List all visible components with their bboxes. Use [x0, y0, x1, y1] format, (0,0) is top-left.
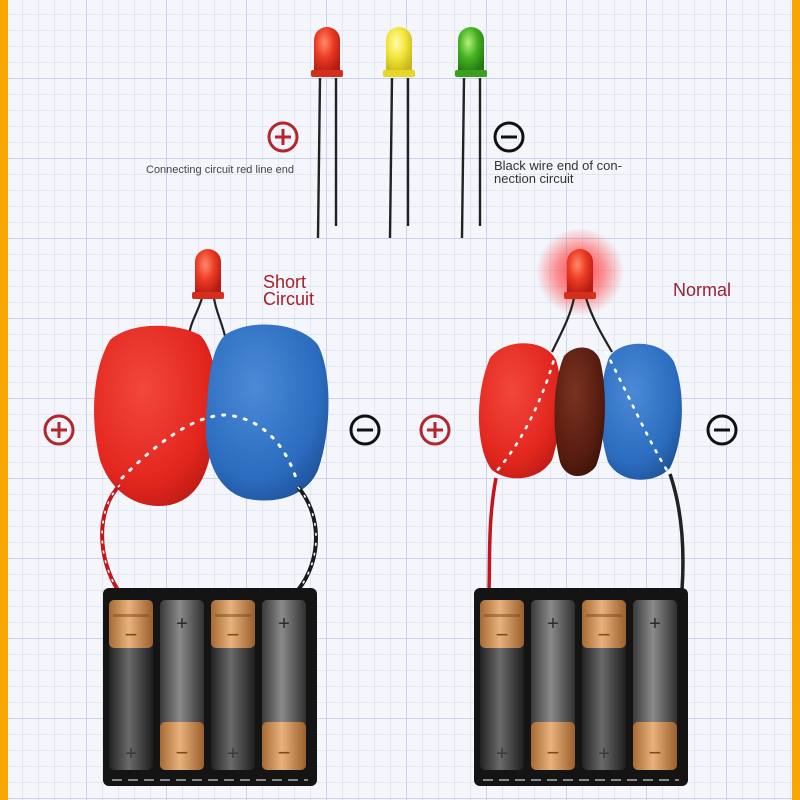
minus-icon: [493, 121, 525, 153]
plus-icon: [267, 121, 299, 153]
minus-icon: [706, 414, 738, 446]
minus-caption-line1: Black wire end of con-: [494, 158, 622, 173]
led-red-icon: [311, 27, 343, 239]
normal-circuit-panel: [474, 228, 688, 786]
play-dough-icon: [94, 325, 217, 506]
short-circuit-panel: [94, 249, 329, 786]
battery-pack-icon: [474, 588, 688, 786]
led-yellow-icon: [383, 27, 415, 239]
led-green-icon: [455, 27, 487, 239]
plus-icon: [43, 414, 75, 446]
minus-icon: [349, 414, 381, 446]
plus-icon: [419, 414, 451, 446]
battery-pack-icon: [103, 588, 317, 786]
plus-caption: Connecting circuit red line end: [146, 164, 294, 176]
short-circuit-title-line1: Short: [263, 272, 307, 292]
minus-caption-line2: nection circuit: [494, 171, 574, 186]
normal-title: Normal: [673, 280, 732, 300]
short-circuit-title-line2: Circuit: [263, 289, 315, 309]
